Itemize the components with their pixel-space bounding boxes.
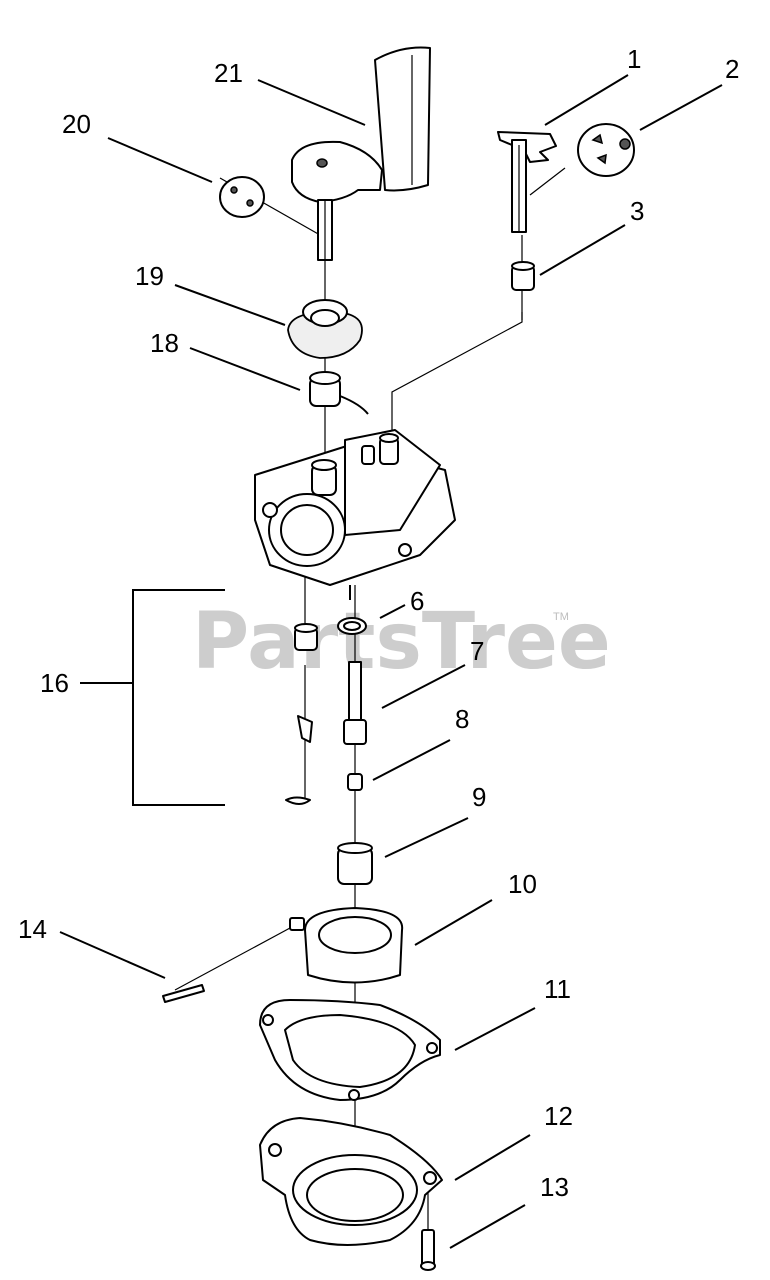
part-11-gasket	[259, 999, 441, 1101]
part-14-pin	[162, 984, 205, 1003]
part-3-seal	[511, 261, 535, 291]
callout-3: 3	[630, 196, 644, 226]
part-12-bowl	[259, 1117, 443, 1246]
callout-20: 20	[62, 109, 91, 139]
watermark-trademark: TM	[553, 611, 569, 623]
bracket-16	[80, 589, 225, 806]
part-19-gear	[287, 299, 363, 359]
callout-18: 18	[150, 328, 179, 358]
callout-12: 12	[544, 1101, 573, 1131]
part-10-float-bowl	[289, 907, 404, 984]
part-2-throttle-plate	[577, 123, 635, 177]
callout-1: 1	[627, 44, 641, 74]
part-8-jet	[347, 773, 363, 791]
callout-13: 13	[540, 1172, 569, 1202]
callout-10: 10	[508, 869, 537, 899]
part-13-screw	[420, 1229, 436, 1271]
part-6-o-ring	[337, 617, 367, 635]
part-21-choke-shaft	[291, 46, 431, 261]
part-20-choke-plate	[219, 176, 265, 218]
leader-lines	[59, 74, 723, 1249]
part-18-spring	[309, 371, 369, 415]
callout-8: 8	[455, 704, 469, 734]
part-16-group	[285, 623, 318, 805]
callout-14: 14	[18, 914, 47, 944]
part-7-nozzle	[343, 661, 367, 745]
callout-9: 9	[472, 782, 486, 812]
callout-7: 7	[470, 636, 484, 666]
callout-2: 2	[725, 54, 739, 84]
callout-11: 11	[544, 974, 571, 1004]
callout-16: 16	[40, 668, 69, 698]
callout-numbers: 1 2 3 6 7 8 9 10 11 12 13 14 16 18 19 20…	[18, 44, 739, 1202]
part-1-throttle-shaft	[497, 131, 557, 233]
callout-19: 19	[135, 261, 164, 291]
watermark: PartsTree	[192, 597, 611, 687]
part-9-float	[337, 842, 373, 885]
carburetor-body	[254, 429, 456, 600]
callout-6: 6	[410, 586, 424, 616]
callout-21: 21	[214, 58, 243, 88]
